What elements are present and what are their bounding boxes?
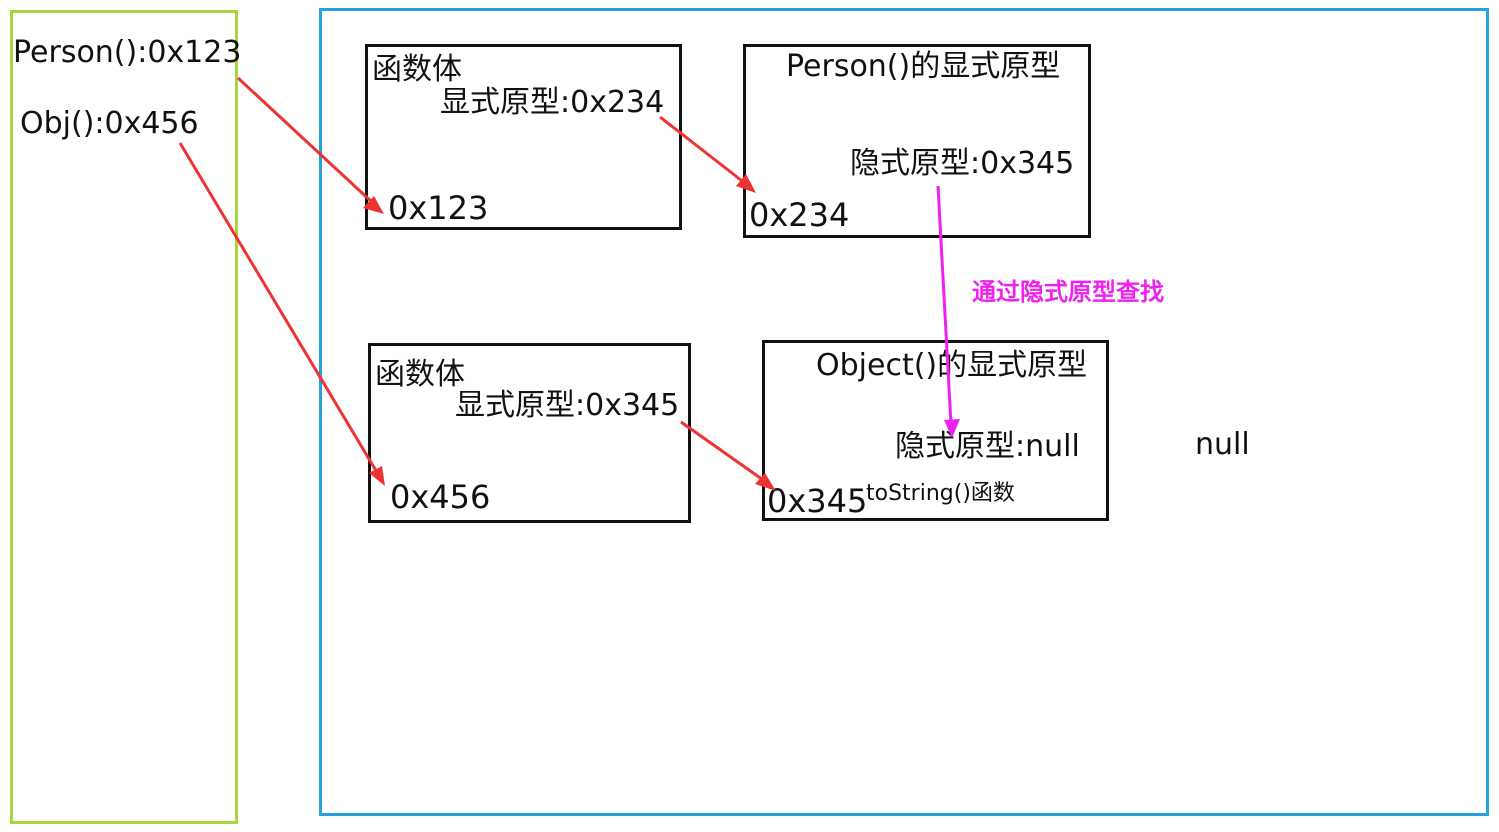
person-function-title: 函数体 [372, 52, 462, 87]
lookup-label: 通过隐式原型查找 [972, 278, 1164, 306]
person-prototype-box [743, 44, 1091, 238]
person-prototype-address: 0x234 [749, 196, 850, 234]
person-implicit-proto: 隐式原型:0x345 [850, 146, 1075, 181]
arrow-explicit-to-person-proto [659, 115, 756, 193]
person-explicit-proto: 显式原型:0x234 [440, 85, 665, 120]
arrow-implicit-lookup [936, 185, 960, 438]
object-prototype-title: Object()的显式原型 [816, 348, 1088, 383]
arrow-obj-to-function [178, 142, 385, 486]
obj-function-address: 0x456 [390, 478, 491, 516]
person-function-address: 0x123 [388, 189, 489, 227]
person-prototype-title: Person()的显式原型 [786, 49, 1061, 84]
tostring-method: toString()函数 [866, 481, 1015, 506]
stack-person-ref: Person():0x123 [13, 35, 242, 70]
arrow-explicit-to-object-proto [680, 420, 776, 491]
object-prototype-address: 0x345 [767, 482, 868, 520]
null-label: null [1195, 427, 1250, 462]
arrow-person-to-function [236, 76, 384, 214]
stack-obj-ref: Obj():0x456 [20, 106, 199, 141]
obj-function-box [368, 343, 691, 523]
object-implicit-proto: 隐式原型:null [895, 429, 1080, 464]
person-function-box [365, 44, 682, 230]
object-prototype-box [762, 340, 1109, 521]
obj-function-title: 函数体 [375, 357, 465, 392]
obj-explicit-proto: 显式原型:0x345 [455, 388, 680, 423]
heap-region [319, 8, 1489, 816]
stack-region [10, 10, 238, 824]
